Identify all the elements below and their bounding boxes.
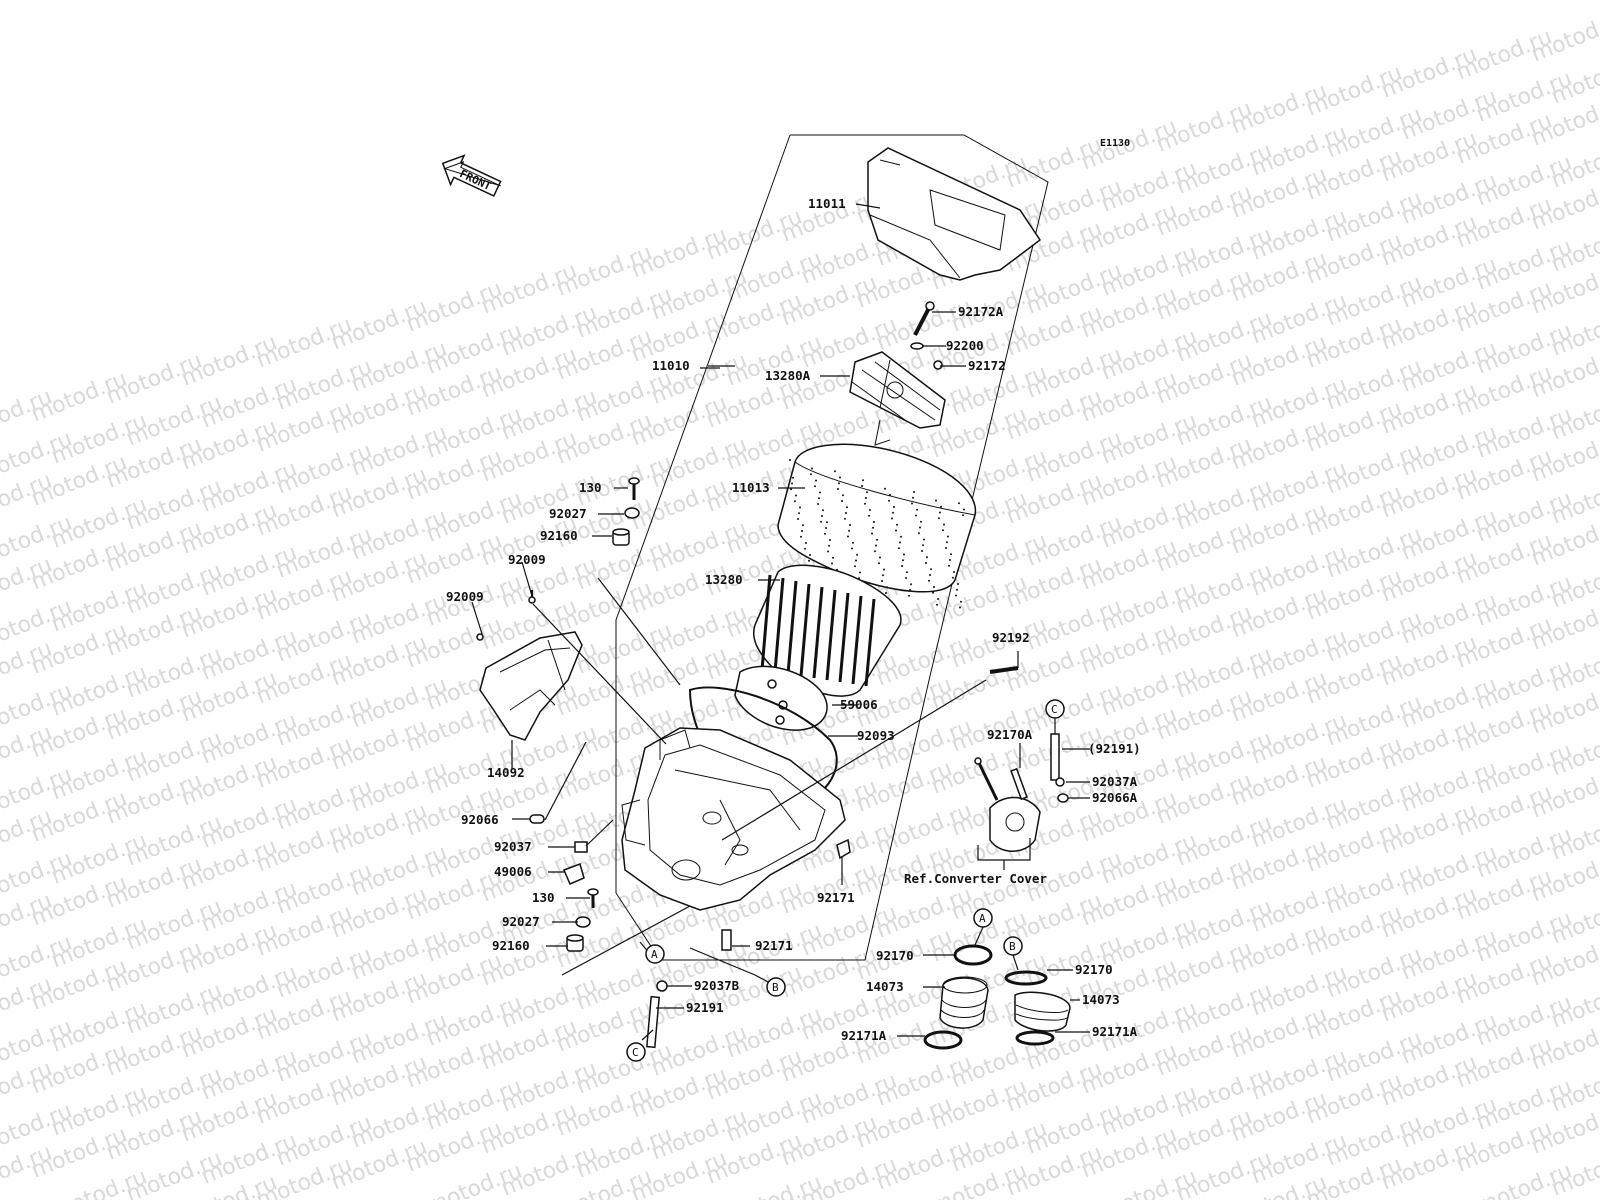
svg-text:B: B (772, 981, 779, 994)
clamp-92171a-left (923, 1030, 963, 1050)
hose-92192 (989, 666, 1019, 674)
label-92171-bottom: 92171 (755, 938, 793, 953)
callout-c-1: C (626, 1042, 646, 1062)
clip-92171-bottom (721, 929, 732, 951)
label-14073-right: 14073 (1082, 992, 1120, 1007)
label-92200: 92200 (946, 338, 984, 353)
label-92170-left: 92170 (876, 948, 914, 963)
duct-14073-left (939, 976, 989, 1029)
screw-92009-b (476, 633, 484, 641)
label-14092: 14092 (487, 765, 525, 780)
label-13280a: 13280A (765, 368, 811, 383)
screw-92009-a (528, 590, 536, 604)
duct-14073-right (1014, 991, 1071, 1032)
clamp-92037a (1055, 777, 1065, 787)
grommet-92160-top (612, 528, 630, 546)
label-92066: 92066 (461, 812, 499, 827)
screw-92172a (913, 301, 935, 336)
front-arrow-icon: FRONT (441, 154, 502, 197)
svg-text:C: C (632, 1046, 639, 1059)
label-92160-top: 92160 (540, 528, 578, 543)
hose-92191-paren (1050, 733, 1060, 781)
label-92170a: 92170A (987, 727, 1033, 742)
label-130-top: 130 (579, 480, 602, 495)
label-92027-top: 92027 (549, 506, 587, 521)
callout-a-1: A (645, 944, 665, 964)
clamp-92171a-right (1015, 1030, 1055, 1046)
part-labels: 11011 92172A 92200 92172 11010 13280A 11… (446, 196, 1141, 1043)
drain-cap-49006 (563, 863, 585, 885)
callout-c-2: C (1045, 699, 1065, 719)
label-92171a-right: 92171A (1092, 1024, 1138, 1039)
label-92160-bottom: 92160 (492, 938, 530, 953)
air-cleaner-housing (621, 727, 846, 911)
hose-92191 (646, 995, 660, 1049)
label-13280: 13280 (705, 572, 743, 587)
svg-text:B: B (1009, 940, 1016, 953)
label-92037b: 92037B (694, 978, 740, 993)
collar-92027-top (624, 507, 640, 519)
label-14073-left: 14073 (866, 979, 904, 994)
label-92009-a: 92009 (508, 552, 546, 567)
label-92066a: 92066A (1092, 790, 1138, 805)
clamp-92170-right (1004, 970, 1048, 986)
air-cleaner-cover (867, 147, 1042, 281)
label-92170-right: 92170 (1075, 962, 1113, 977)
label-92172: 92172 (968, 358, 1006, 373)
label-92172a: 92172A (958, 304, 1004, 319)
clip-92171-mid (836, 838, 851, 860)
clamp-92037 (574, 841, 588, 853)
label-11010: 11010 (652, 358, 690, 373)
element-frame-13280 (753, 564, 902, 697)
label-92192: 92192 (992, 630, 1030, 645)
svg-text:A: A (979, 912, 986, 925)
callout-b-2: B (1003, 936, 1023, 956)
label-92171a-left: 92171A (841, 1028, 887, 1043)
label-59006: 59006 (840, 697, 878, 712)
label-92009-b: 92009 (446, 589, 484, 604)
callout-b-1: B (766, 977, 786, 997)
plate-59006 (734, 665, 828, 731)
label-130-bottom: 130 (532, 890, 555, 905)
screw-92172 (933, 360, 943, 370)
leader-lines (471, 203, 1090, 1041)
label-92191: 92191 (686, 1000, 724, 1015)
assembly-outline (615, 134, 1049, 961)
ref-converter-cover: Ref.Converter Cover (904, 871, 1047, 886)
label-92171-mid: 92171 (817, 890, 855, 905)
clamp-92037b (656, 980, 668, 992)
diagram-code: E1130 (1100, 138, 1130, 149)
label-92191-paren: (92191) (1088, 741, 1141, 756)
svg-text:A: A (651, 948, 658, 961)
label-11013: 11013 (732, 480, 770, 495)
element-holder-13280a (849, 351, 946, 446)
label-92037a: 92037A (1092, 774, 1138, 789)
label-92027-bottom: 92027 (502, 914, 540, 929)
washer-92200 (910, 342, 924, 350)
frame-ribs (760, 574, 876, 687)
pipe-92066 (529, 814, 545, 824)
label-49006: 49006 (494, 864, 532, 879)
converter-cover-group (974, 757, 1041, 852)
svg-text:C: C (1051, 703, 1058, 716)
side-duct-14092 (479, 631, 583, 741)
cap-92066a (1057, 793, 1069, 803)
grommet-92160-bottom (566, 934, 584, 952)
label-92093: 92093 (857, 728, 895, 743)
bolt-130-top (628, 477, 640, 500)
bolt-92170a (1010, 767, 1028, 801)
label-11011: 11011 (808, 196, 846, 211)
air-filter-element (777, 443, 977, 609)
bolt-130-bottom (587, 888, 599, 908)
collar-92027-bottom (575, 916, 591, 928)
label-92037: 92037 (494, 839, 532, 854)
callout-a-2: A (973, 908, 993, 928)
